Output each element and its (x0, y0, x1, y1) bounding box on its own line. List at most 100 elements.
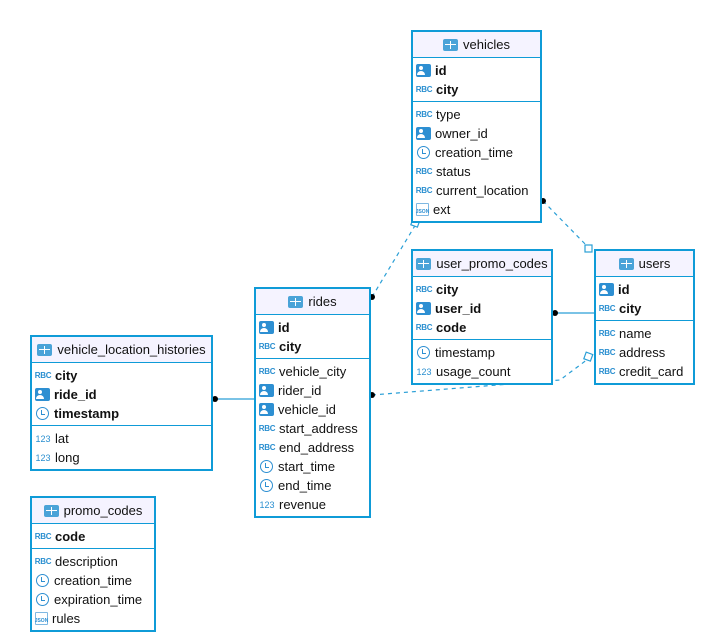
column-name: end_time (278, 478, 332, 493)
text-type-icon: RBC (415, 167, 433, 176)
column-name: city (619, 301, 642, 316)
column-row[interactable]: JSON ext (413, 200, 540, 219)
column-name: id (618, 282, 630, 297)
text-type-icon: RBC (34, 371, 52, 380)
table-header[interactable]: rides (256, 289, 369, 315)
table-icon (618, 257, 634, 270)
column-row[interactable]: creation_time (32, 571, 154, 590)
column-row[interactable]: id (413, 61, 540, 80)
timestamp-icon (260, 479, 273, 492)
column-name: vehicle_id (278, 402, 336, 417)
table-name: users (638, 256, 671, 271)
table-header[interactable]: promo_codes (32, 498, 154, 524)
column-name: start_time (278, 459, 336, 474)
text-type-icon: RBC (258, 443, 276, 452)
table-header[interactable]: vehicles (413, 32, 540, 58)
key-icon (259, 403, 274, 416)
column-row[interactable]: timestamp (413, 343, 551, 362)
text-type-icon: RBC (598, 367, 616, 376)
table-icon (43, 504, 59, 517)
table-header[interactable]: user_promo_codes (413, 251, 551, 277)
table-icon (37, 343, 53, 356)
column-row[interactable]: user_id (413, 299, 551, 318)
column-row[interactable]: owner_id (413, 124, 540, 143)
number-type-icon: 123 (35, 433, 51, 444)
column-name: city (279, 339, 302, 354)
text-type-icon: RBC (598, 329, 616, 338)
column-row[interactable]: start_time (256, 457, 369, 476)
column-row[interactable]: ride_id (32, 385, 211, 404)
key-icon (259, 384, 274, 397)
column-row[interactable]: id (596, 280, 693, 299)
text-type-icon: RBC (34, 557, 52, 566)
column-name: usage_count (436, 364, 511, 379)
key-icon (259, 321, 274, 334)
text-type-icon: RBC (34, 532, 52, 541)
key-icon (599, 283, 614, 296)
key-icon (416, 64, 431, 77)
table-name: vehicles (463, 37, 510, 52)
column-name: credit_card (619, 364, 684, 379)
column-name: creation_time (435, 145, 514, 160)
column-name: rider_id (278, 383, 322, 398)
column-row[interactable]: 123 usage_count (413, 362, 551, 381)
column-row[interactable]: vehicle_id (256, 400, 369, 419)
timestamp-icon (417, 346, 430, 359)
table-header[interactable]: users (596, 251, 693, 277)
column-name: ride_id (54, 387, 97, 402)
column-row[interactable]: expiration_time (32, 590, 154, 609)
table-icon (416, 257, 432, 270)
column-name: rules (52, 611, 81, 626)
table-header[interactable]: vehicle_location_histories (32, 337, 211, 363)
rel-end-square (583, 351, 594, 362)
rel-rides-vehicles (371, 223, 417, 298)
column-row[interactable]: id (256, 318, 369, 337)
number-type-icon: 123 (416, 366, 432, 377)
table-name: promo_codes (63, 503, 143, 518)
column-row[interactable]: rider_id (256, 381, 369, 400)
text-type-icon: RBC (258, 342, 276, 351)
json-icon: JSON (416, 203, 429, 216)
table-icon (443, 38, 459, 51)
column-name: user_id (435, 301, 482, 316)
column-row[interactable]: timestamp (32, 404, 211, 423)
column-name: id (278, 320, 290, 335)
column-name: ext (433, 202, 451, 217)
column-row[interactable]: creation_time (413, 143, 540, 162)
column-row[interactable]: end_time (256, 476, 369, 495)
column-name: current_location (436, 183, 529, 198)
text-type-icon: RBC (415, 323, 433, 332)
